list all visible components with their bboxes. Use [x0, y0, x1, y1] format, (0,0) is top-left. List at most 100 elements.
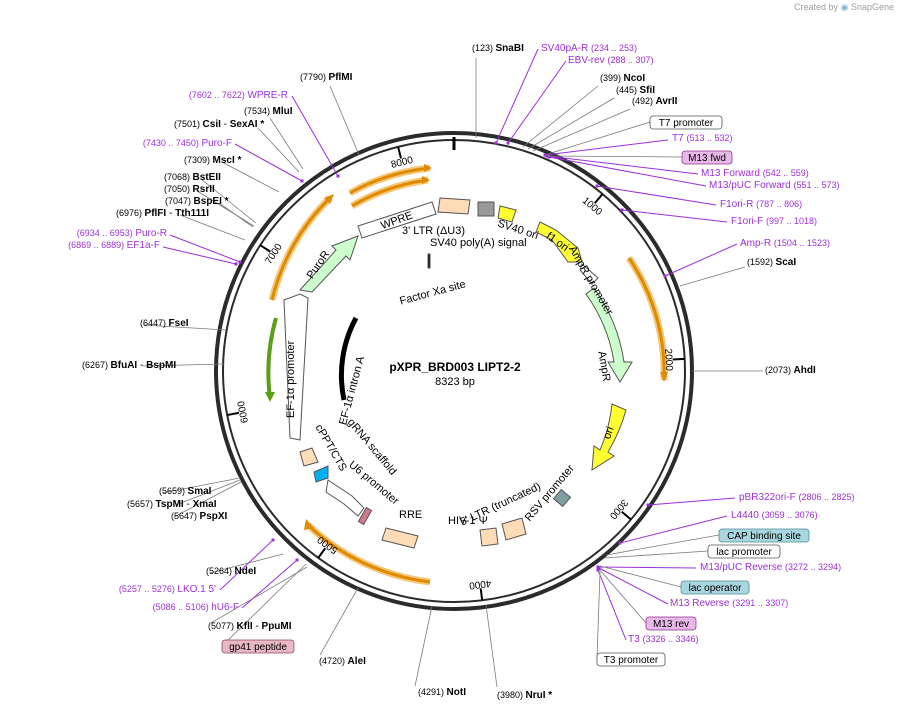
primer-label-1[interactable]: EBV-rev (288 .. 307): [568, 55, 654, 66]
enzyme-label-17[interactable]: (7047) BspEI *: [165, 196, 229, 207]
tick-mark-3: [479, 588, 484, 601]
primer-label-0[interactable]: SV40pA-R (234 .. 253): [541, 43, 637, 54]
primer-name: T3: [628, 634, 642, 645]
enzyme-label-13[interactable]: (5647) PspXI: [171, 511, 228, 522]
primer-label-16[interactable]: (6869 .. 6889) EF1a-F: [68, 240, 160, 251]
enzyme-name: CsiI: [203, 119, 222, 130]
boxed-feature-box-3[interactable]: [707, 544, 781, 559]
enzyme-label-12[interactable]: (5657) TspMI - XmaI: [127, 499, 217, 510]
enzyme-position: (2073): [765, 365, 794, 375]
tick-label-5: 6000: [236, 400, 251, 424]
enzyme-label-15[interactable]: (6447) FseI: [140, 318, 189, 329]
enzyme-label-16[interactable]: (6976) PflFI - Tth111I: [116, 208, 209, 219]
primer-leader-6: [621, 209, 728, 223]
enzyme-name: AhdI: [794, 365, 816, 376]
enzyme-name: PflMI: [329, 72, 353, 83]
primer-label-14[interactable]: (7602 .. 7622) WPRE-R: [189, 90, 288, 101]
feature-shape-ef1a-promoter: [283, 293, 309, 441]
boxed-feature-box-1[interactable]: [681, 150, 733, 165]
enzyme-leader-14: [142, 363, 225, 367]
primer-range: (7430 .. 7450): [143, 138, 202, 148]
enzyme-leader-20: [221, 161, 280, 193]
feature-shape-grna-scaffold: [313, 465, 329, 483]
boxed-feature-box-7[interactable]: [221, 639, 295, 654]
enzyme-label-19[interactable]: (7068) BstEII: [164, 172, 221, 183]
primer-label-3[interactable]: M13 Forward (542 .. 559): [701, 168, 809, 179]
primer-marker-14: [336, 174, 340, 178]
primer-range: (5257 .. 5276): [119, 584, 178, 594]
enzyme-label-18[interactable]: (7050) RsrII: [164, 184, 215, 195]
enzyme-label-0[interactable]: (123) SnaBI: [472, 43, 524, 54]
enzyme-leader-16: [179, 214, 246, 241]
feature-shape-rre: [381, 527, 419, 549]
enzyme-label-14[interactable]: (6267) BfuAI - BspMI: [82, 360, 176, 371]
boxed-feature-box-6[interactable]: [596, 652, 666, 667]
enzyme-leader-15: [142, 324, 227, 331]
enzyme-label-2[interactable]: (445) SfiI: [616, 85, 655, 96]
enzyme-label-21[interactable]: (7501) CsiI - SexAI *: [174, 119, 264, 130]
primer-label-7[interactable]: Amp-R (1504 .. 1523): [740, 238, 830, 249]
enzyme-name-extra: SexAI *: [230, 119, 265, 130]
enzyme-label-22[interactable]: (7534) MluI: [244, 106, 293, 117]
enzyme-label-5[interactable]: (2073) AhdI: [765, 365, 816, 376]
enzyme-name-extra: XmaI: [193, 499, 217, 510]
primer-range: (2806 .. 2825): [798, 492, 854, 502]
boxed-leader-0: [544, 121, 651, 156]
feature-shape-cpptcts: [299, 447, 319, 467]
enzyme-name: NruI *: [526, 690, 553, 701]
feature-label-rre: RRE: [399, 509, 422, 521]
enzyme-leader-23: [329, 85, 360, 156]
boxed-leader-7: [221, 563, 307, 647]
primer-label-11[interactable]: M13 Reverse (3291 .. 3307): [670, 598, 788, 609]
primer-label-5[interactable]: F1ori-R (787 .. 806): [720, 199, 802, 210]
enzyme-name: MluI: [273, 106, 293, 117]
boxed-feature-box-4[interactable]: [680, 580, 750, 595]
enzyme-label-6[interactable]: (3980) NruI *: [497, 690, 552, 701]
enzyme-label-10[interactable]: (5264) NdeI: [206, 566, 256, 577]
plasmid-length: 8323 bp: [435, 376, 475, 388]
enzyme-name: KflI: [237, 621, 253, 632]
tick-mark-0: [594, 193, 604, 204]
boxed-feature-box-2[interactable]: [718, 528, 810, 543]
tick-label-1: 2000: [662, 348, 674, 371]
primer-label-2[interactable]: T7 (513 .. 532): [672, 133, 732, 144]
feature-label-ampr: AmpR: [595, 350, 612, 382]
primer-range: (5086 .. 5106): [153, 602, 212, 612]
primer-label-18[interactable]: (5086 .. 5106) hU6-F: [153, 602, 239, 613]
primer-name: M13/pUC Reverse: [700, 562, 785, 573]
enzyme-label-8[interactable]: (4720) AleI: [319, 656, 366, 667]
primer-label-6[interactable]: F1ori-F (997 .. 1018): [731, 216, 817, 227]
primer-label-17[interactable]: (5257 .. 5276) LKO.1 5': [119, 584, 216, 595]
feature-shape-sv40-ori: [497, 205, 517, 223]
primer-label-10[interactable]: M13/pUC Reverse (3272 .. 3294): [700, 562, 841, 573]
primer-label-12[interactable]: T3 (3326 .. 3346): [628, 634, 699, 645]
enzyme-name: BstEII: [193, 172, 222, 183]
primer-label-4[interactable]: M13/pUC Forward (551 .. 573): [709, 180, 840, 191]
primer-leader-11: [598, 567, 669, 605]
primer-name: WPRE-R: [247, 90, 288, 101]
enzyme-label-9[interactable]: (5077) KflI - PpuMI: [208, 621, 292, 632]
primer-label-13[interactable]: (7430 .. 7450) Puro-F: [143, 138, 232, 149]
enzyme-label-20[interactable]: (7309) MscI *: [184, 155, 242, 166]
boxed-feature-box-5[interactable]: [645, 616, 697, 631]
boxed-feature-box-0[interactable]: [649, 115, 723, 130]
enzyme-label-23[interactable]: (7790) PflMI: [300, 72, 353, 83]
feature-shape-puror: [299, 235, 359, 293]
primer-leader-4: [548, 156, 707, 187]
primer-label-9[interactable]: L4440 (3059 .. 3076): [731, 510, 818, 521]
enzyme-label-1[interactable]: (399) NcoI: [600, 73, 645, 84]
enzyme-name: BspEI *: [194, 196, 229, 207]
primer-range: (1504 .. 1523): [774, 238, 830, 248]
enzyme-leader-13: [173, 481, 242, 518]
enzyme-label-7[interactable]: (4291) NotI: [418, 687, 466, 698]
primer-label-8[interactable]: pBR322ori-F (2806 .. 2825): [739, 492, 855, 503]
primer-label-15[interactable]: (6934 .. 6953) Puro-R: [77, 228, 167, 239]
feature-label-factor-xa: Factor Xa site: [398, 278, 467, 307]
enzyme-label-11[interactable]: (5659) SmaI: [159, 486, 212, 497]
enzyme-leader-3: [532, 108, 631, 152]
enzyme-label-4[interactable]: (1592) ScaI: [747, 257, 796, 268]
boxed-leader-6: [596, 571, 601, 660]
feature-shape-ori: [591, 403, 627, 471]
enzyme-label-3[interactable]: (492) AvrII: [632, 96, 678, 107]
boxed-feature-label-6: T3 promoter: [604, 655, 659, 666]
